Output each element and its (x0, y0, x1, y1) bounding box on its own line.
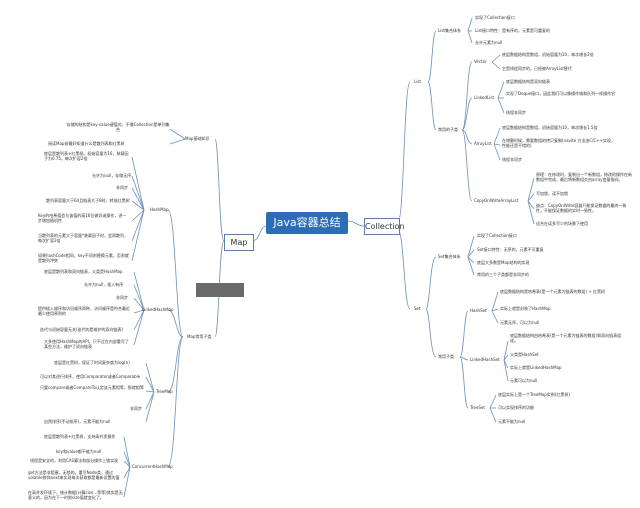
hashset-item: 底层数据结构是哈希表(是一个元素为链表的数组) + 红黑树 (500, 289, 606, 294)
treeset-item: 底层实际上是一个TreeMap实例(红黑树) (498, 392, 570, 397)
linkedhashmap-node[interactable]: LinkedHashMap (142, 307, 174, 312)
vector-node[interactable]: Vector (474, 59, 487, 64)
root-topic[interactable]: Java容器总结 (266, 212, 348, 234)
copyonwrite-item: 写加锁，读不加锁 (536, 191, 568, 196)
treeset-node[interactable]: TreeSet (470, 405, 485, 410)
list-sys-item: 允许元素为null (475, 40, 503, 45)
linkedhashmap-item: 提供插入顺序和访问顺序两种，访问顺序是符合最近最少使用原则的 (38, 306, 130, 316)
linkedhashmap-item: 迭代与初始容量无关(迭代的是维护的双向链表) (40, 327, 124, 332)
treeset-item: 元素不能为null (498, 419, 526, 424)
hashset-node[interactable]: HashSet (470, 308, 487, 313)
set-node[interactable]: Set (414, 306, 421, 311)
arraylist-node[interactable]: ArrayList (474, 141, 492, 146)
set-impl-node[interactable]: 常用子类 (438, 354, 454, 359)
linkedhashset-item: 实际上就是LinkedHashMap (510, 365, 562, 370)
treemap-item: 自然排序(手动排序)，元素不能为null (44, 419, 111, 424)
vector-item: 它是线程同步的，已经被ArrayList替代 (502, 66, 572, 71)
copyonwrite-item: 缺点：CopyOnWrite容器只能保证数据的最终一致性，不能保证数据的实时一致… (536, 203, 627, 213)
map-system-node[interactable]: Map基础知识 (185, 136, 210, 141)
set-sys-item: 实现了Collection接口 (477, 233, 517, 238)
map-sys-item: 存储的结构是key-value键值对，不像Collection是单列集合 (66, 122, 170, 132)
linkedlist-item: 实现了Deque接口，因此我们可以像操作栈和队列一样操作它 (506, 91, 616, 96)
linkedlist-node[interactable]: LinkedList (474, 95, 495, 100)
linkedlist-item: 底层数据结构是双向链表 (506, 79, 550, 84)
list-sys-item: List接口特性：是有序的，元素是可重复的 (475, 28, 550, 33)
concurrenthashmap-item: key和value都不能为null (56, 449, 102, 454)
concurrenthashmap-node[interactable]: ConcurrentHashMap (132, 464, 173, 469)
treeset-item: 可以实现排序的功能 (498, 405, 534, 410)
concurrenthashmap-item: 在高并发环境下，统计数据(计算size...等等)其实是无意义的，因为在下一时刻… (28, 490, 123, 500)
set-sys-item: 常用的三个子类都是非同步的 (477, 272, 529, 277)
linkedhashmap-item: 底层是散列表和双向链表，父类是HashMap (44, 269, 123, 274)
list-impl-node[interactable]: 常用的子类 (438, 127, 458, 132)
set-sys-item: 底层大多数是Map结构的实现 (477, 260, 530, 265)
copyonwrite-item: 适合在读多写少的场景下使用 (536, 221, 588, 226)
list-node[interactable]: List (414, 79, 421, 84)
hashmap-item: 当散列表的元素大于容量*装载因子时，会再散列，每次扩容2倍 (38, 233, 128, 243)
copyonwrite-node[interactable]: CopyOnWriteArrayList (474, 198, 519, 203)
list-system-node[interactable]: List集合体系 (438, 28, 461, 33)
linkedhashmap-item: 允许为null，插入有序 (84, 282, 124, 287)
hashmap-item: Key的哈希值会与该值的高16位做异或操作，进一步增加随机性 (38, 213, 127, 223)
hashmap-node[interactable]: HashMap (150, 207, 169, 212)
collection-node[interactable]: Collection (364, 218, 405, 235)
hashmap-item: 如果hashCode相同，key不同则替换元素，否则就是散列冲突 (38, 253, 129, 263)
hashmap-item: 非同步 (116, 185, 128, 190)
linkedhashset-item: 父类是HashSet (510, 352, 539, 357)
map-node[interactable]: Map (224, 234, 254, 251)
hashset-item: 元素无序，可以为null (500, 320, 540, 325)
treemap-item: 非同步 (130, 406, 142, 411)
linkedlist-item: 线程非同步 (506, 110, 526, 115)
treemap-item: 只要compare或者CompareTo认定该元素相等，那就相等 (40, 385, 144, 390)
treemap-item: 底层是红黑树，保证了时间复杂度为log(n) (54, 360, 130, 365)
list-sys-item: 实现了Collection接口 (475, 15, 515, 20)
set-sys-item: Set接口特性：无序的，元素不可重复 (477, 247, 544, 252)
arraylist-item: 底层数据结构是数组，初始容量为10，每次增长1.5倍 (502, 125, 598, 130)
concurrenthashmap-item: 线程是安全的，利用CAS算法和部分操作上锁实现 (30, 458, 119, 463)
linkedhashmap-item: 大多使用HashMap的API，只不过在内部重写了某些方法，维护了双向链表 (44, 339, 129, 349)
concurrenthashmap-item: get方法是非阻塞，无锁的。重写Node类，通过volatile修饰next来实… (28, 470, 120, 480)
blurred-region (196, 283, 244, 297)
hashmap-item: 散列表容量大于64且链表大于8时，转成红黑树 (46, 198, 130, 203)
arraylist-item: 线程非同步 (502, 157, 522, 162)
copyonwrite-item: 原理：在修改时，复制出一个新数组，修改的操作在新数组中完成，最后将新数组交由ar… (536, 172, 632, 182)
linkedhashset-item: 元素可以为null (510, 378, 538, 383)
linkedhashset-item: 底层数据结构由哈希表(是一个元素为链表的数组)和双向链表组成。 (510, 333, 622, 343)
hashmap-item: 允许为null，存储无序 (92, 173, 132, 178)
linkedhashmap-item: 非同步 (116, 295, 128, 300)
arraylist-item: 在增删时候，需要数组的拷贝复制(navite 方法由C/C++实现，性能还是不错… (502, 138, 615, 148)
set-system-node[interactable]: Set集合体系 (438, 254, 461, 259)
treemap-node[interactable]: TreeMap (156, 389, 173, 394)
hashset-item: 实际上就是封装了HashMap (500, 306, 551, 311)
vector-item: 底层数据结构是数组，初始容量为10，每次增长2倍 (502, 52, 594, 57)
treemap-item: 可以对其进行排序，使用Comparator或者Comparable (40, 374, 141, 379)
linkedhashset-node[interactable]: LinkedHashSet (470, 357, 500, 362)
concurrenthashmap-item: 底层是散列表+红黑树，支持高并发操作 (44, 434, 116, 439)
hashmap-item: 底层是散列表+红黑树。初始容量为16，装载因子为0.75，每次扩容2倍 (44, 151, 129, 161)
map-impl-node[interactable]: Map常用子类 (187, 334, 212, 339)
map-sys-item: 阅读Map前最好知道什么是散列表和红黑树 (48, 141, 125, 146)
